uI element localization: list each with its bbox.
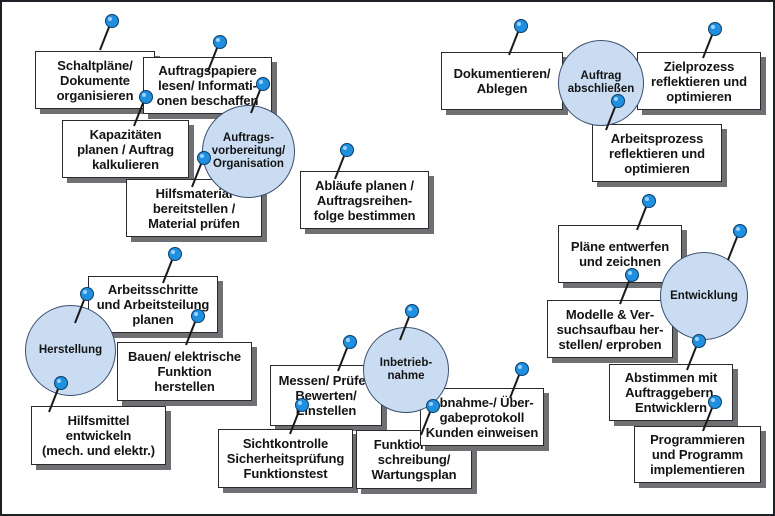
pin-icon: [162, 247, 182, 284]
pin-icon: [605, 94, 625, 131]
card-bauen: Bauen/ elektrische Funktion herstellen: [117, 342, 252, 401]
card-dokumentieren: Dokumentieren/ Ablegen: [441, 52, 563, 110]
circle-entwicklung: Entwicklung: [660, 252, 748, 340]
card-arbeitsschritte: Arbeitsschritte und Arbeitsteilung plane…: [88, 276, 218, 333]
pin-icon: [702, 395, 722, 432]
pin-icon: [133, 90, 153, 127]
card-zielprozess: Zielprozess reflektieren und optimieren: [637, 52, 761, 110]
card-sichtkontrolle: Sichtkontrolle Sicherheitsprüfung Funkti…: [218, 429, 353, 488]
pin-icon: [289, 398, 309, 435]
pin-icon: [686, 334, 706, 371]
card-abstimmen: Abstimmen mit Auftraggebern, Entwicklern: [609, 364, 733, 421]
pin-icon: [99, 14, 119, 51]
pin-icon: [334, 143, 354, 180]
card-schaltplaene: Schaltpläne/ Dokumente organisieren: [35, 51, 155, 109]
pin-icon: [191, 151, 211, 188]
card-kapazitaeten: Kapazitäten planen / Auftrag kalkulieren: [62, 120, 189, 178]
card-hilfsmittel: Hilfsmittel entwickeln (mech. und elektr…: [31, 406, 166, 465]
pin-icon: [727, 224, 747, 261]
pin-icon: [636, 194, 656, 231]
circle-inbetriebnahme: Inbetrieb- nahme: [363, 327, 449, 413]
circle-auftragsvorbereitung: Auftrags- vorbereitung/ Organisation: [202, 105, 295, 198]
circle-auftrag-abschliessen: Auftrag abschließen: [558, 40, 644, 126]
pin-icon: [250, 77, 270, 114]
pin-icon: [619, 268, 639, 305]
card-plaene: Pläne entwerfen und zeichnen: [558, 225, 682, 283]
pin-icon: [74, 287, 94, 324]
pin-icon: [185, 309, 205, 346]
pin-icon: [420, 399, 440, 436]
pin-icon: [337, 335, 357, 372]
pin-icon: [508, 19, 528, 56]
pin-icon: [207, 35, 227, 72]
pin-icon: [702, 22, 722, 59]
card-programmieren: Programmieren und Programm implementiere…: [634, 426, 761, 483]
card-ablaeufe: Abläufe planen / Auftragsreihen- folge b…: [300, 171, 429, 229]
pin-icon: [399, 304, 419, 341]
card-abnahme: Abnahme-/ Über- gabeprotokoll Kunden ein…: [420, 388, 544, 446]
circle-herstellung: Herstellung: [25, 305, 116, 396]
card-modelle: Modelle & Ver- suchsaufbau her- stellen/…: [547, 300, 673, 358]
card-arbeitsprozess: Arbeitsprozess reflektieren und optimier…: [592, 124, 722, 182]
pin-icon: [509, 362, 529, 399]
pin-icon: [48, 376, 68, 413]
